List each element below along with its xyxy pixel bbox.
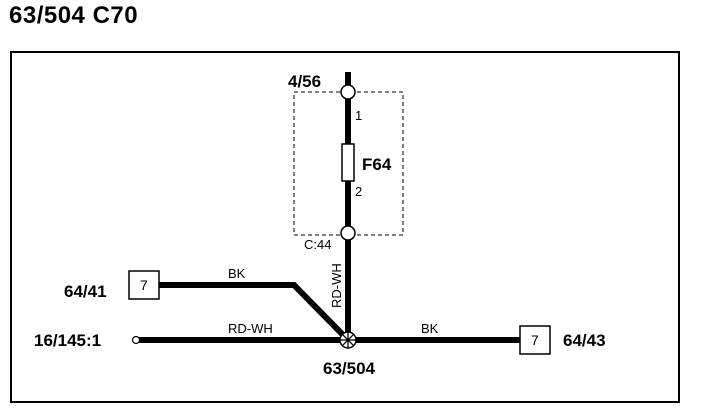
label-wire-vertical-color: RD-WH	[329, 263, 344, 308]
diagram-title: 63/504 C70	[9, 2, 139, 29]
terminal-left-lower-circle	[131, 335, 141, 345]
label-left-upper-box: 7	[140, 277, 148, 293]
label-left-upper-ref: 64/41	[64, 282, 107, 301]
label-top-ref: 4/56	[288, 72, 321, 91]
label-right-ref: 64/43	[563, 331, 606, 350]
label-right-box: 7	[531, 332, 539, 348]
label-wire-upper-left-color: BK	[228, 266, 246, 281]
fuse-f64-symbol	[341, 143, 355, 182]
diagram-frame	[10, 51, 680, 403]
connector-top-circle	[340, 84, 356, 100]
label-fuse-name: F64	[362, 155, 392, 174]
wire-upper-left-bk	[159, 282, 351, 343]
label-left-lower-ref: 16/145:1	[34, 331, 101, 350]
label-splice-ref: 63/504	[323, 359, 376, 378]
connector-c44-circle	[340, 225, 356, 241]
splice-symbol	[339, 331, 357, 349]
label-connector-c44: C:44	[304, 237, 331, 252]
label-wire-right-color: BK	[421, 321, 439, 336]
label-fuse-pin-bottom: 2	[355, 184, 362, 199]
label-wire-lower-left-color: RD-WH	[228, 321, 273, 336]
connector-box-right	[519, 325, 551, 355]
connector-box-left-upper	[128, 270, 160, 300]
label-fuse-pin-top: 1	[355, 108, 362, 123]
